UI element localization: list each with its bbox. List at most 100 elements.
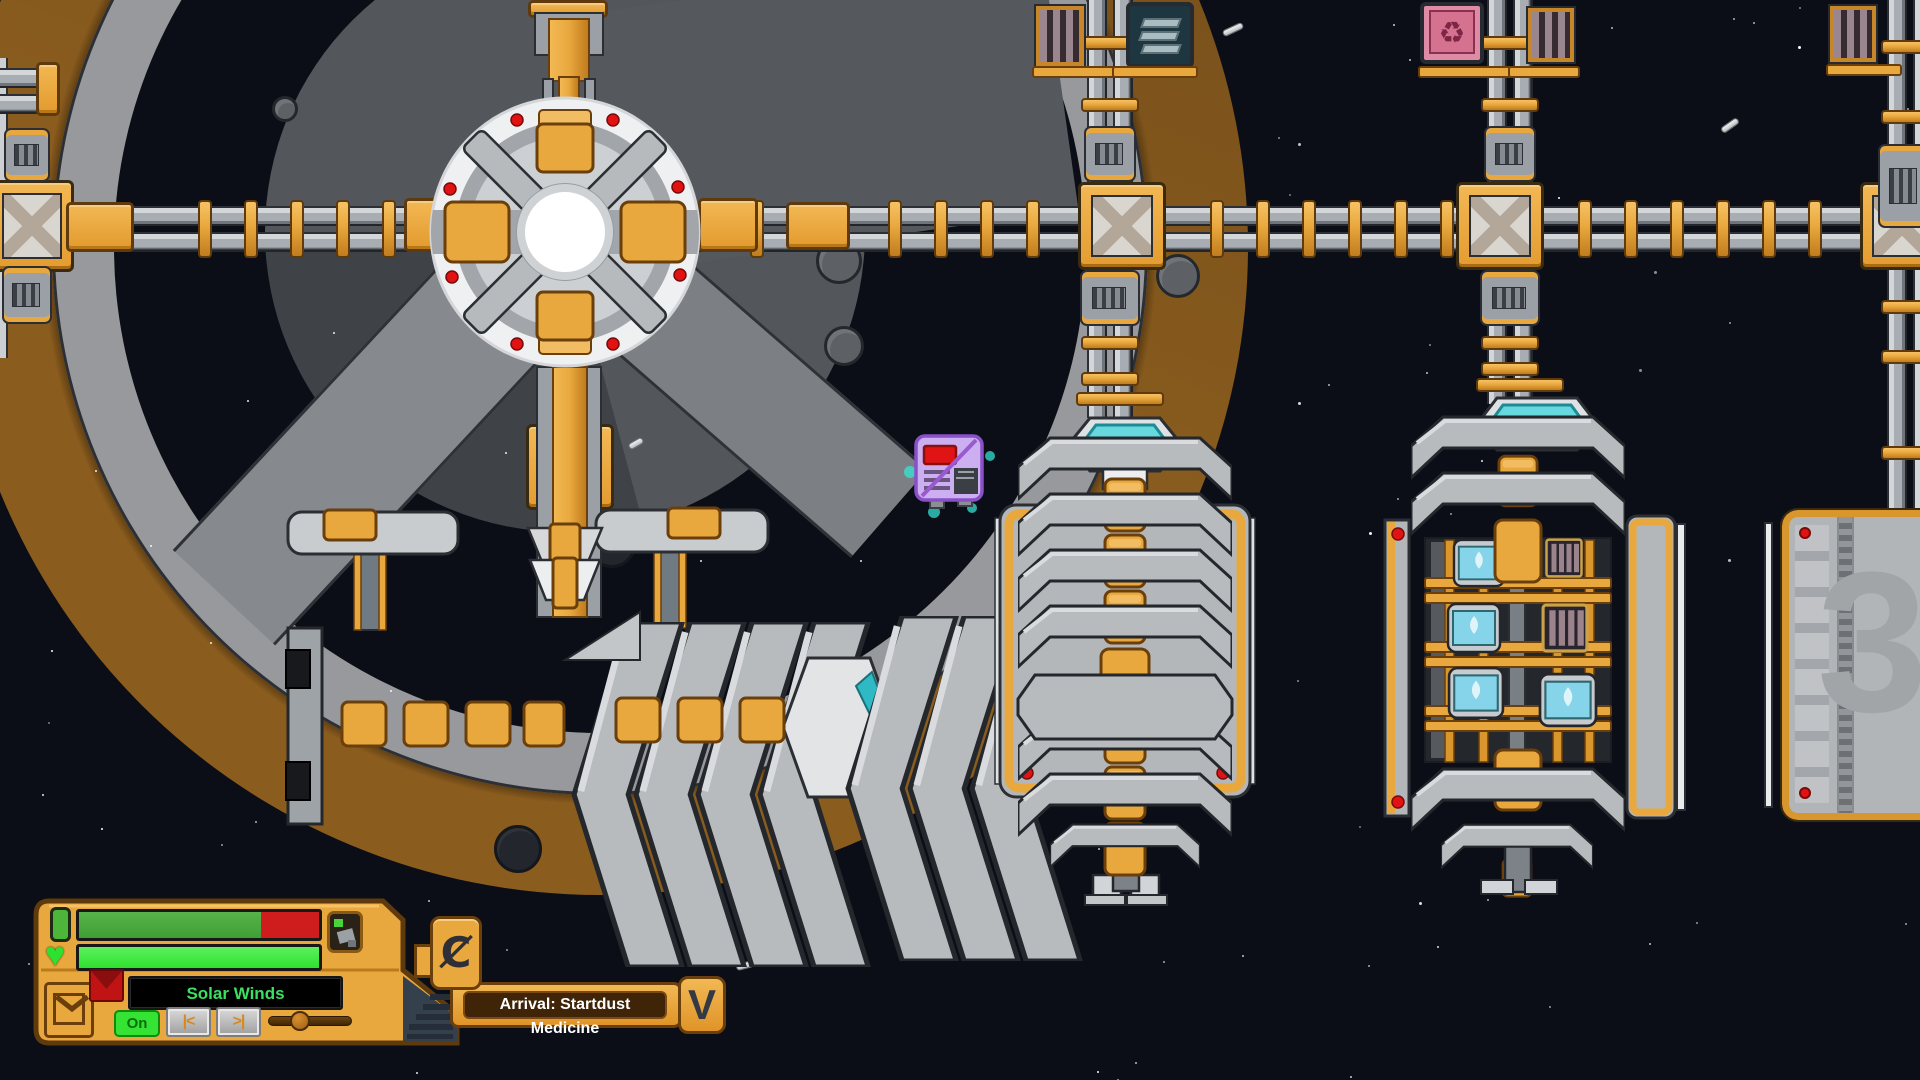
utility-pod[interactable]	[1484, 126, 1536, 182]
star	[1450, 513, 1452, 515]
star	[860, 560, 862, 562]
main-truss	[0, 206, 1920, 252]
star	[1905, 923, 1907, 925]
star	[428, 900, 430, 902]
star	[247, 400, 249, 402]
metal-slab	[1140, 18, 1182, 28]
radiator-container[interactable]	[1541, 603, 1589, 653]
star	[1328, 384, 1330, 386]
pod-vent	[1092, 286, 1126, 310]
star	[1298, 143, 1301, 146]
star	[1350, 1076, 1352, 1078]
maintenance-drone[interactable]	[900, 426, 1000, 521]
volume-knob[interactable]	[290, 1011, 311, 1031]
truss-tie	[1081, 98, 1139, 112]
star	[505, 452, 507, 454]
hub-dock-west[interactable]	[443, 200, 511, 264]
music-power-toggle[interactable]: On	[114, 1010, 160, 1037]
dock-crossbar	[1076, 392, 1164, 406]
truss-tie	[336, 200, 350, 258]
truss-tie	[198, 200, 212, 258]
hangar-light	[1799, 527, 1811, 539]
truss-tie	[1762, 200, 1776, 258]
star	[1242, 955, 1244, 957]
prev-track-button[interactable]: |<	[166, 1007, 211, 1037]
truss-junction[interactable]	[1078, 182, 1166, 270]
cargo-arm	[1826, 64, 1902, 76]
docked-cargo-ships-horizontal[interactable]	[278, 500, 923, 845]
pod-vent	[1492, 286, 1526, 310]
star	[333, 332, 335, 334]
docking-hub[interactable]	[425, 92, 705, 372]
star	[1135, 1062, 1137, 1064]
star	[150, 545, 152, 547]
cargo-ship-right[interactable]	[561, 610, 1080, 961]
docking-clamp[interactable]	[1480, 270, 1540, 326]
truss-tie	[1348, 200, 1362, 258]
health-icon: ♥	[45, 936, 66, 974]
metal-cargo-box[interactable]	[1126, 2, 1194, 68]
device-icon[interactable]	[327, 911, 363, 953]
radiator-container[interactable]	[1545, 538, 1583, 578]
truss-junction[interactable]	[0, 180, 74, 272]
docking-clamp[interactable]	[1080, 270, 1140, 326]
water-container[interactable]	[1447, 666, 1505, 720]
star	[101, 828, 103, 830]
truss-tie	[290, 200, 304, 258]
truss-tie	[1256, 200, 1270, 258]
utility-pod[interactable]	[1084, 126, 1136, 182]
utility-pod[interactable]	[2, 266, 52, 324]
mail-button[interactable]	[44, 982, 94, 1038]
hub-dock-east[interactable]	[619, 200, 687, 264]
star	[1278, 137, 1280, 139]
device-detail	[348, 940, 356, 947]
arrival-text: Arrival: Startdust Medicine	[463, 991, 667, 1037]
junction-hatch	[1090, 194, 1154, 258]
truss-tie	[1881, 110, 1920, 124]
cargo-arm	[1032, 66, 1116, 78]
truss-tie	[1481, 336, 1539, 350]
collapse-banner-button[interactable]: V	[678, 976, 726, 1034]
truss-tie	[244, 200, 258, 258]
cargo-ship-left[interactable]	[285, 622, 868, 967]
star	[1369, 532, 1372, 535]
arrival-banner[interactable]: Arrival: Startdust Medicine	[450, 982, 682, 1037]
docked-cargo-ship-open[interactable]	[1383, 390, 1690, 905]
star	[28, 963, 30, 965]
mail-icon	[53, 993, 85, 1025]
star	[1298, 402, 1301, 405]
star	[1368, 965, 1370, 967]
radiator-panel[interactable]	[1034, 4, 1086, 68]
credits-button[interactable]: Ȼ	[430, 916, 482, 990]
star	[390, 690, 392, 692]
star	[1297, 680, 1299, 682]
volume-slider[interactable]	[268, 1011, 352, 1031]
star	[1611, 27, 1613, 29]
water-container[interactable]	[1446, 602, 1502, 654]
radiator-panel[interactable]	[1526, 6, 1576, 64]
truss-connector	[36, 62, 60, 116]
ring-dome	[824, 326, 864, 366]
recycle-cargo-box[interactable]: ♻	[1420, 2, 1484, 64]
truss-tie	[1081, 372, 1139, 386]
pod-vent	[1494, 142, 1524, 166]
hangar-bay-door[interactable]: 3	[1780, 508, 1920, 822]
radiator-panel[interactable]	[1828, 4, 1878, 64]
next-track-button[interactable]: >|	[216, 1007, 261, 1037]
truss-connector	[786, 202, 850, 250]
metal-slab	[1140, 44, 1182, 54]
star	[1429, 344, 1431, 346]
cargo-arm	[1112, 66, 1198, 78]
water-container[interactable]	[1538, 672, 1598, 728]
space-debris	[1221, 21, 1245, 38]
docked-cargo-ship-closed[interactable]	[994, 413, 1256, 913]
docking-clamp[interactable]	[1878, 144, 1920, 228]
truss-junction[interactable]	[1456, 182, 1544, 270]
utility-pod[interactable]	[4, 128, 50, 182]
star	[1639, 369, 1642, 372]
pod-vent	[12, 283, 40, 307]
star	[1289, 194, 1291, 196]
truss-tie	[1881, 350, 1920, 364]
truss-tie	[1481, 98, 1539, 112]
new-mail-badge[interactable]	[89, 969, 124, 1002]
